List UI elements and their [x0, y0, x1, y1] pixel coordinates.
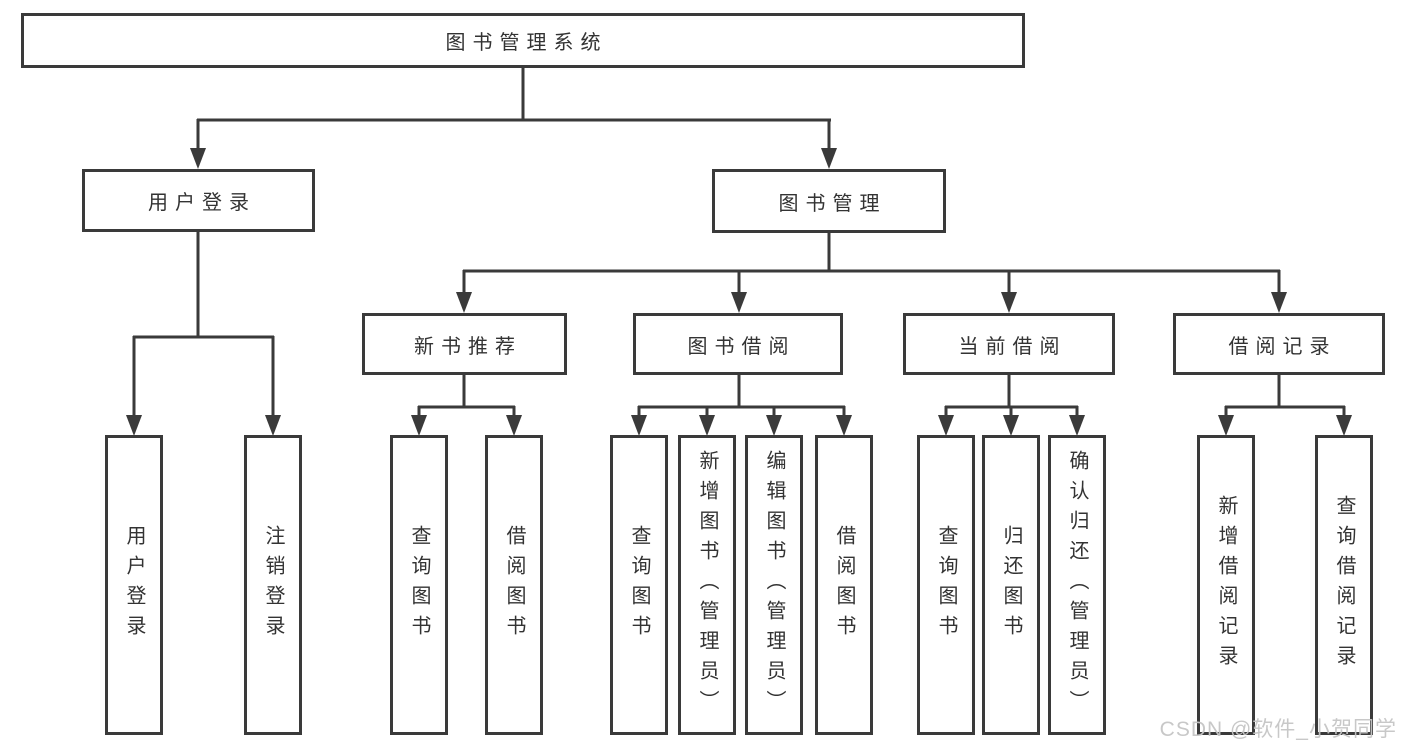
leaf-borrow-books-recommend-label: 借阅图书	[503, 525, 525, 645]
connector-current-to-leaves	[944, 375, 1079, 418]
node-current-borrowing: 当前借阅	[903, 313, 1115, 375]
arrowhead-icon	[731, 292, 747, 313]
arrowhead-icon	[265, 415, 281, 436]
arrowhead-icon	[821, 148, 837, 169]
arrowhead-icon	[456, 292, 472, 313]
arrowhead-icon	[1069, 415, 1085, 436]
node-book-borrowing-label: 图书借阅	[687, 335, 796, 358]
leaf-query-books-borrowing-label: 查询图书	[628, 525, 650, 645]
node-root: 图书管理系统	[21, 13, 1025, 68]
node-user-login-label: 用户登录	[148, 192, 256, 214]
csdn-watermark: CSDN @软件_小贺同学	[1159, 718, 1397, 741]
node-book-management: 图书管理	[712, 169, 946, 233]
leaf-logout-label: 注销登录	[262, 525, 284, 645]
node-borrowing-records-label: 借阅记录	[1228, 335, 1337, 358]
leaf-borrow-books-recommend: 借阅图书	[485, 435, 543, 735]
node-current-borrowing-label: 当前借阅	[958, 335, 1067, 358]
leaf-return-books: 归还图书	[982, 435, 1040, 735]
leaf-edit-books-admin-label: 编辑图书（管理员）	[763, 450, 785, 720]
leaf-user-login-label: 用户登录	[123, 525, 145, 645]
arrowhead-icon	[766, 415, 782, 436]
node-new-book-recommend-label: 新书推荐	[414, 335, 522, 358]
node-user-login: 用户登录	[82, 169, 315, 232]
arrowhead-icon	[1271, 292, 1287, 313]
node-root-label: 图书管理系统	[445, 32, 608, 54]
leaf-add-books-admin-label: 新增图书（管理员）	[696, 450, 718, 720]
arrowhead-icon	[1336, 415, 1352, 436]
connector-records-to-leaves	[1224, 375, 1346, 418]
arrowhead-icon	[699, 415, 715, 436]
leaf-add-books-admin: 新增图书（管理员）	[678, 435, 736, 735]
leaf-user-login: 用户登录	[105, 435, 163, 735]
leaf-query-books-recommend-label: 查询图书	[408, 525, 430, 645]
arrowhead-icon	[411, 415, 427, 436]
arrowhead-icon	[506, 415, 522, 436]
arrowhead-icon	[1001, 292, 1017, 313]
arrowhead-icon	[836, 415, 852, 436]
leaf-query-books-recommend: 查询图书	[390, 435, 448, 735]
leaf-add-borrow-record: 新增借阅记录	[1197, 435, 1255, 735]
node-new-book-recommend: 新书推荐	[362, 313, 567, 375]
leaf-borrow-books-borrowing-label: 借阅图书	[833, 525, 855, 645]
connector-recommend-to-leaves	[417, 375, 516, 418]
leaf-borrow-books-borrowing: 借阅图书	[815, 435, 873, 735]
leaf-return-books-label: 归还图书	[1000, 525, 1022, 645]
leaf-query-borrow-record-label: 查询借阅记录	[1333, 495, 1355, 675]
leaf-add-borrow-record-label: 新增借阅记录	[1215, 495, 1237, 675]
node-book-borrowing: 图书借阅	[633, 313, 843, 375]
arrowhead-icon	[126, 415, 142, 436]
leaf-query-books-current: 查询图书	[917, 435, 975, 735]
node-borrowing-records: 借阅记录	[1173, 313, 1385, 375]
arrowhead-icon	[190, 148, 206, 169]
arrowhead-icon	[938, 415, 954, 436]
node-book-management-label: 图书管理	[778, 192, 887, 215]
leaf-query-borrow-record: 查询借阅记录	[1315, 435, 1373, 735]
connector-borrowing-to-leaves	[637, 375, 846, 418]
arrowhead-icon	[631, 415, 647, 436]
leaf-confirm-return-admin: 确认归还（管理员）	[1048, 435, 1106, 735]
connector-bookmgmt-to-level2	[462, 233, 1281, 296]
leaf-edit-books-admin: 编辑图书（管理员）	[745, 435, 803, 735]
leaf-confirm-return-admin-label: 确认归还（管理员）	[1066, 450, 1088, 720]
leaf-query-books-current-label: 查询图书	[935, 525, 957, 645]
connector-root-to-level1	[196, 68, 831, 152]
leaf-query-books-borrowing: 查询图书	[610, 435, 668, 735]
arrowhead-icon	[1218, 415, 1234, 436]
arrowheads	[126, 148, 1352, 436]
connector-userlogin-to-leaves	[132, 232, 275, 418]
arrowhead-icon	[1003, 415, 1019, 436]
leaf-logout: 注销登录	[244, 435, 302, 735]
